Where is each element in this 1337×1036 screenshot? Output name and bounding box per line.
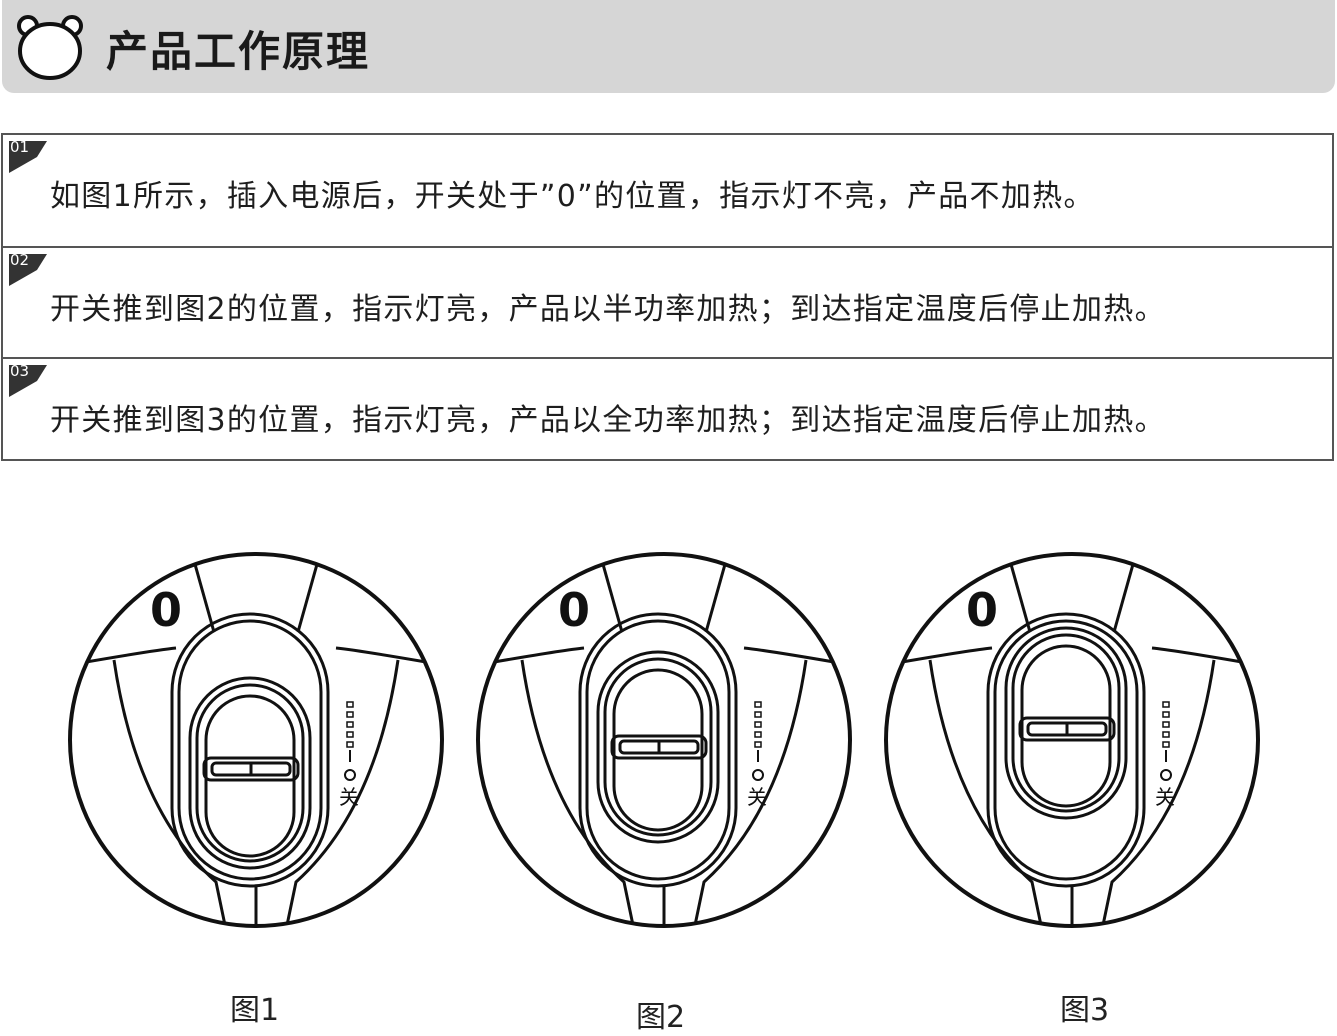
section-header: 产品工作原理 xyxy=(2,0,1335,93)
step-badge xyxy=(9,365,47,397)
step-item: 03 开关推到图3的位置，指示灯亮，产品以全功率加热；到达指定温度后停止加热。 xyxy=(3,357,1332,459)
switch-label: 关 xyxy=(1155,785,1175,809)
switch-slider xyxy=(1018,716,1116,742)
switch-figure-2: 0 关 xyxy=(474,550,854,930)
switch-slider xyxy=(610,734,708,760)
step-number: 03 xyxy=(10,362,30,380)
steps-list: 01 如图1所示，插入电源后，开关处于”0”的位置，指示灯不亮，产品不加热。 0… xyxy=(1,133,1334,461)
page-title: 产品工作原理 xyxy=(106,27,371,76)
switch-illustration: 0 关 xyxy=(884,552,1260,928)
step-text: 开关推到图2的位置，指示灯亮，产品以半功率加热；到达指定温度后停止加热。 xyxy=(50,292,1166,327)
step-badge xyxy=(9,254,47,286)
switch-label: 关 xyxy=(339,785,359,809)
step-text: 开关推到图3的位置，指示灯亮，产品以全功率加热；到达指定温度后停止加热。 xyxy=(50,403,1166,438)
figure-caption-2: 图2 xyxy=(636,1000,686,1035)
switch-illustration: 0 关 xyxy=(68,552,444,928)
dial-label: 0 xyxy=(150,583,182,637)
switch-label: 关 xyxy=(747,785,767,809)
switch-figure-3: 0 关 xyxy=(882,550,1262,930)
switch-illustration: 0 关 xyxy=(476,552,852,928)
step-badge xyxy=(9,141,47,173)
dial-label: 0 xyxy=(558,583,590,637)
step-text: 如图1所示，插入电源后，开关处于”0”的位置，指示灯不亮，产品不加热。 xyxy=(50,179,1095,214)
switch-figure-1: 0 关 xyxy=(66,550,446,930)
figure-caption-3: 图3 xyxy=(1060,993,1110,1028)
step-item: 01 如图1所示，插入电源后，开关处于”0”的位置，指示灯不亮，产品不加热。 xyxy=(3,135,1332,246)
figure-caption-1: 图1 xyxy=(230,993,280,1028)
switch-slider xyxy=(202,756,300,782)
bear-head-icon xyxy=(17,15,83,80)
step-number: 02 xyxy=(10,251,30,269)
step-item: 02 开关推到图2的位置，指示灯亮，产品以半功率加热；到达指定温度后停止加热。 xyxy=(3,246,1332,357)
dial-label: 0 xyxy=(966,583,998,637)
step-number: 01 xyxy=(10,138,30,156)
